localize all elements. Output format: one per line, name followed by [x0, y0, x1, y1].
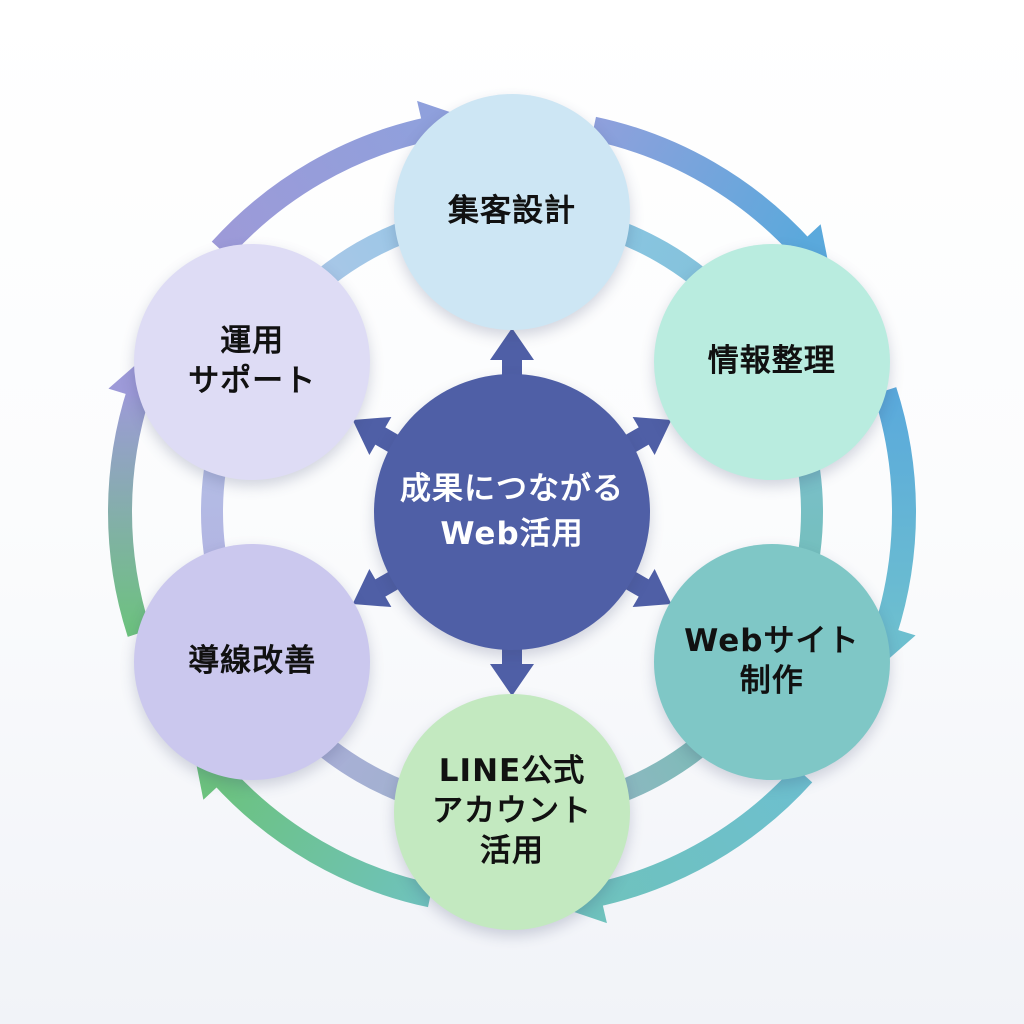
cycle-arrow: [590, 766, 813, 908]
node-label: 集客設計: [448, 193, 576, 230]
node-label: 情報整理: [707, 343, 836, 380]
spoke-arrow-head: [490, 664, 534, 696]
node-line-account: LINE公式 アカウント 活用: [394, 694, 630, 930]
spoke-arrow-head: [632, 416, 672, 456]
cycle-arrow: [211, 766, 434, 908]
spoke-arrow-head: [490, 328, 534, 360]
spoke-arrow-head: [352, 416, 392, 456]
node-label: Webサイト 制作: [684, 623, 860, 699]
spoke-arrow-head: [352, 568, 392, 608]
node-joho-seiri: 情報整理: [653, 244, 890, 480]
node-dosen-kaizen: 導線改善: [134, 544, 371, 780]
center-node: 成果につながる Web活用: [374, 374, 650, 650]
cycle-arrow: [108, 387, 151, 637]
node-label: 導線改善: [188, 643, 317, 680]
spoke-arrow-head: [632, 568, 672, 608]
node-label: 運用 サポート: [188, 323, 317, 399]
center-label: 成果につながる Web活用: [400, 471, 624, 552]
cycle-arrow: [590, 116, 813, 258]
cycle-arrow: [211, 116, 434, 258]
cycle-arrow: [873, 387, 916, 637]
node-label: LINE公式 アカウント 活用: [432, 753, 592, 869]
node-website-seisaku: Webサイト 制作: [653, 544, 890, 780]
node-shukyaku-sekkei: 集客設計: [394, 94, 630, 330]
node-unyo-support: 運用 サポート: [134, 244, 371, 480]
